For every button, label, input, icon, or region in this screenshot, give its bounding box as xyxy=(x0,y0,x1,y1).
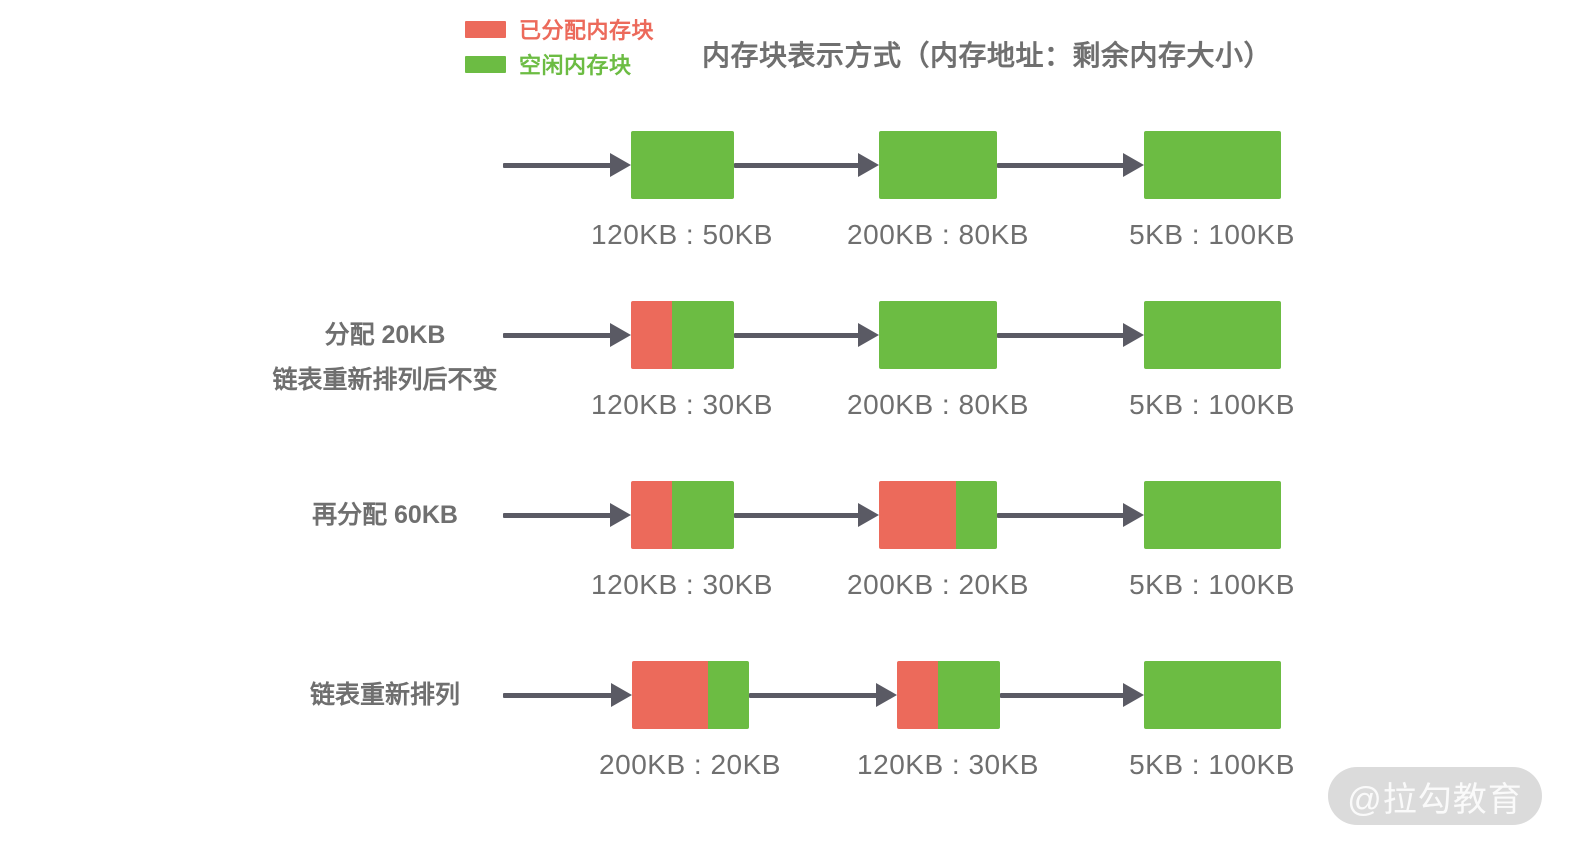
link-arrow-line xyxy=(1000,692,1126,698)
allocated-segment xyxy=(879,481,956,549)
free-segment xyxy=(672,301,734,369)
row-step-label: 链表重新排列 xyxy=(255,673,515,718)
memory-block xyxy=(1144,661,1281,729)
free-segment xyxy=(1144,481,1281,549)
link-arrow-line xyxy=(997,332,1126,338)
block-size-label: 120KB : 30KB xyxy=(591,389,773,420)
link-arrow-line xyxy=(997,512,1126,518)
link-arrow-head-icon xyxy=(858,153,879,177)
legend-item-allocated: 已分配内存块 xyxy=(465,14,654,44)
row-step-label-line: 链表重新排列 xyxy=(309,680,460,709)
link-arrow-head-icon xyxy=(610,323,631,347)
link-arrow-line xyxy=(997,162,1126,168)
allocated-segment xyxy=(631,301,673,369)
link-arrow-line xyxy=(503,332,613,338)
link-arrow-head-icon xyxy=(611,683,632,707)
link-arrow-line xyxy=(749,692,879,698)
block-size-label: 120KB : 50KB xyxy=(591,219,773,250)
row-step-label: 分配 20KB 链表重新排列后不变 xyxy=(255,313,515,403)
link-arrow-line xyxy=(503,162,613,168)
free-swatch-icon xyxy=(465,55,506,73)
memory-block xyxy=(879,481,997,549)
allocated-swatch-icon xyxy=(465,20,506,38)
legend-label-free: 空闲内存块 xyxy=(519,53,632,78)
free-segment xyxy=(879,131,997,199)
legend-item-free: 空闲内存块 xyxy=(465,49,654,79)
allocated-segment xyxy=(897,661,939,729)
free-segment xyxy=(1144,301,1281,369)
link-arrow-head-icon xyxy=(610,153,631,177)
link-arrow-head-icon xyxy=(1123,503,1144,527)
block-size-label: 5KB : 100KB xyxy=(1129,219,1295,250)
link-arrow-line xyxy=(503,692,614,698)
memory-block xyxy=(879,131,997,199)
link-arrow-line xyxy=(734,512,861,518)
memory-block xyxy=(879,301,997,369)
block-size-label: 5KB : 100KB xyxy=(1129,389,1295,420)
block-size-label: 5KB : 100KB xyxy=(1129,569,1295,600)
link-arrow-line xyxy=(503,512,613,518)
link-arrow-head-icon xyxy=(610,503,631,527)
free-segment xyxy=(955,481,997,549)
free-segment xyxy=(1144,131,1281,199)
memory-block xyxy=(632,661,749,729)
row-step-label-line: 分配 20KB xyxy=(324,320,446,349)
link-arrow-head-icon xyxy=(1123,683,1144,707)
memory-block xyxy=(897,661,1000,729)
memory-block xyxy=(631,131,734,199)
free-segment xyxy=(672,481,734,549)
free-segment xyxy=(879,301,997,369)
watermark-badge: @拉勾教育 xyxy=(1328,767,1542,825)
link-arrow-line xyxy=(734,332,861,338)
block-size-label: 200KB : 20KB xyxy=(847,569,1029,600)
memory-block xyxy=(1144,481,1281,549)
link-arrow-head-icon xyxy=(876,683,897,707)
free-segment xyxy=(1144,661,1281,729)
free-segment xyxy=(938,661,1000,729)
block-size-label: 120KB : 30KB xyxy=(857,749,1039,780)
legend: 已分配内存块 空闲内存块 xyxy=(465,14,654,84)
memory-block xyxy=(631,301,734,369)
legend-label-allocated: 已分配内存块 xyxy=(519,18,655,43)
link-arrow-head-icon xyxy=(858,503,879,527)
block-size-label: 200KB : 80KB xyxy=(847,219,1029,250)
memory-block xyxy=(1144,131,1281,199)
row-step-label: 再分配 60KB xyxy=(255,493,515,538)
free-segment xyxy=(631,131,734,199)
memory-block xyxy=(1144,301,1281,369)
watermark-text: @拉勾教育 xyxy=(1347,780,1523,819)
allocated-segment xyxy=(631,481,673,549)
allocated-segment xyxy=(632,661,709,729)
block-size-label: 5KB : 100KB xyxy=(1129,749,1295,780)
row-step-label-line: 再分配 60KB xyxy=(312,500,458,529)
free-segment xyxy=(708,661,749,729)
link-arrow-line xyxy=(734,162,861,168)
link-arrow-head-icon xyxy=(1123,323,1144,347)
row-step-label-line: 链表重新排列后不变 xyxy=(272,365,498,394)
diagram-title: 内存块表示方式（内存地址：剩余内存大小） xyxy=(702,40,1273,71)
block-size-label: 200KB : 20KB xyxy=(599,749,781,780)
memory-block xyxy=(631,481,734,549)
link-arrow-head-icon xyxy=(1123,153,1144,177)
link-arrow-head-icon xyxy=(858,323,879,347)
block-size-label: 120KB : 30KB xyxy=(591,569,773,600)
block-size-label: 200KB : 80KB xyxy=(847,389,1029,420)
